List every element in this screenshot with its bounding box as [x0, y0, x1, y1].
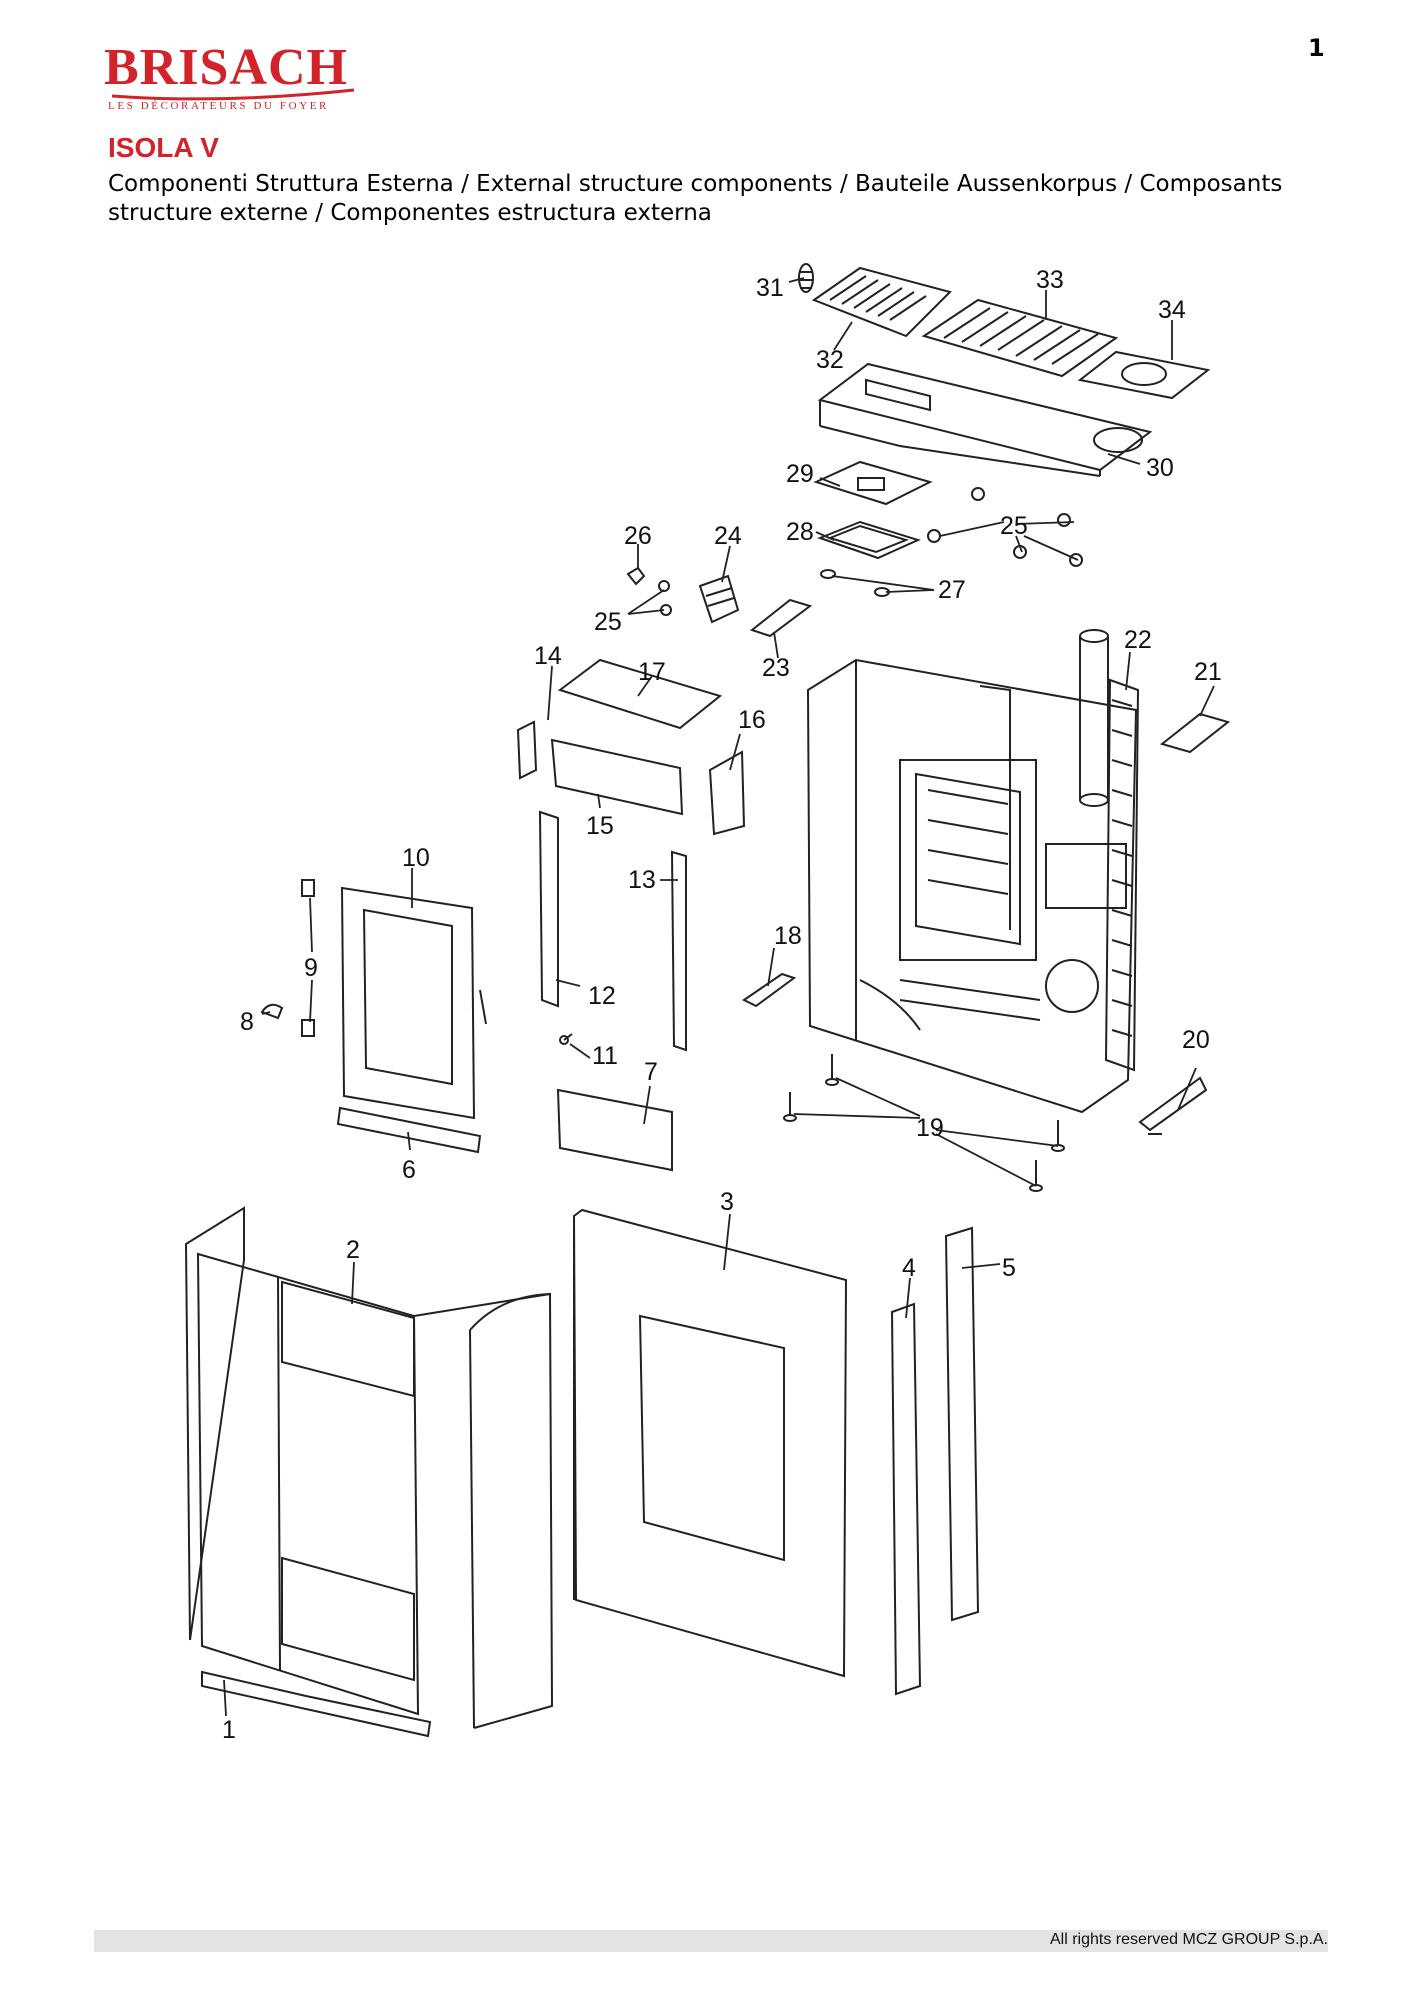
part-label-14: 14: [534, 642, 562, 670]
part-label-21: 21: [1194, 658, 1222, 686]
part-label-30: 30: [1146, 454, 1174, 482]
part-16-bracket: [708, 750, 746, 836]
part-label-19: 19: [916, 1114, 944, 1142]
part-10-door: [340, 886, 487, 1120]
part-label-34: 34: [1158, 296, 1186, 324]
brisach-logo: BRISACH LES DÉCORATEURS DU FOYER: [104, 38, 364, 118]
part-label-28: 28: [786, 518, 814, 546]
part-label-15: 15: [586, 812, 614, 840]
footer-bar: [94, 1930, 1328, 1952]
part-5-strip: [944, 1226, 980, 1622]
part-label-13: 13: [628, 866, 656, 894]
part-4-strip: [890, 1302, 922, 1696]
part-label-23: 23: [762, 654, 790, 682]
part-21-bracket: [1159, 712, 1231, 754]
part-label-3: 3: [720, 1188, 734, 1216]
part-label-7: 7: [644, 1058, 658, 1086]
logo-wordmark: BRISACH: [104, 39, 348, 96]
part-label-26: 26: [624, 522, 652, 550]
part-label-32: 32: [816, 346, 844, 374]
part-label-27: 27: [938, 576, 966, 604]
main-stove-frame: [806, 658, 1138, 1114]
part-label-18: 18: [774, 922, 802, 950]
part-26-nut: [626, 566, 646, 586]
part-labels: 1 2 3 4 5 6 7 8 9 10 11 12 13 14 15 16 1…: [222, 266, 1222, 1744]
part-label-16: 16: [738, 706, 766, 734]
part-label-4: 4: [902, 1254, 916, 1282]
part-label-6: 6: [402, 1156, 416, 1184]
footer-copyright: All rights reserved MCZ GROUP S.p.A.: [1050, 1931, 1328, 1948]
part-19-feet: [783, 1054, 1065, 1192]
part-7-plate: [556, 1088, 673, 1172]
part-9-hinges: [301, 879, 315, 1037]
part-label-8: 8: [240, 1008, 254, 1036]
part-label-1: 1: [222, 1716, 236, 1744]
part-15-panel: [550, 738, 684, 816]
part-label-10: 10: [402, 844, 430, 872]
logo-tagline: LES DÉCORATEURS DU FOYER: [108, 100, 329, 112]
part-label-2: 2: [346, 1236, 360, 1264]
part-label-22: 22: [1124, 626, 1152, 654]
part-33-grille: [921, 298, 1119, 378]
part-29-cover: [813, 460, 933, 506]
part-label-25-left: 25: [594, 608, 622, 636]
part-32-grille: [811, 266, 952, 338]
part-22-side-panel: [1104, 678, 1140, 1072]
part-label-29: 29: [786, 460, 814, 488]
leader-lines: [223, 277, 1215, 1717]
part-label-5: 5: [1002, 1254, 1016, 1282]
part-12-strip: [538, 810, 559, 1008]
page-number: 1: [1308, 34, 1325, 62]
part-8-handle: [260, 1003, 284, 1020]
part-2-side-body: [184, 1206, 554, 1729]
part-34-grille: [1077, 350, 1211, 400]
part-3-front-panel: [572, 1208, 848, 1678]
part-6-rail: [336, 1106, 482, 1154]
part-label-12: 12: [588, 982, 616, 1010]
part-11-screw: [559, 1033, 573, 1045]
page-subtitle: Componenti Struttura Esterna / External …: [108, 171, 1283, 226]
logo-swoosh-icon: [111, 88, 355, 101]
part-label-24: 24: [714, 522, 742, 550]
part-1-base-bracket: [201, 1670, 432, 1738]
part-17-bracket: [557, 658, 723, 730]
part-20-bracket: [1138, 1076, 1208, 1135]
part-label-33: 33: [1036, 266, 1064, 294]
part-30-top-panel: [817, 362, 1153, 477]
part-13-strip: [670, 850, 687, 1052]
part-31-knob: [798, 263, 814, 293]
part-22-flue-pipe: [1079, 629, 1109, 807]
part-label-31: 31: [756, 274, 784, 302]
model-title: ISOLA V: [108, 132, 219, 163]
part-label-11: 11: [592, 1042, 618, 1070]
part-label-17: 17: [638, 658, 666, 686]
part-label-9: 9: [304, 954, 318, 982]
part-23-clip: [749, 598, 813, 638]
part-14-bracket: [516, 720, 538, 780]
part-25-bolts-right: [927, 487, 1083, 567]
part-24-bracket: [698, 574, 740, 624]
part-28-gasket: [817, 520, 921, 560]
part-label-20: 20: [1182, 1026, 1210, 1054]
part-label-25-right: 25: [1000, 512, 1028, 540]
